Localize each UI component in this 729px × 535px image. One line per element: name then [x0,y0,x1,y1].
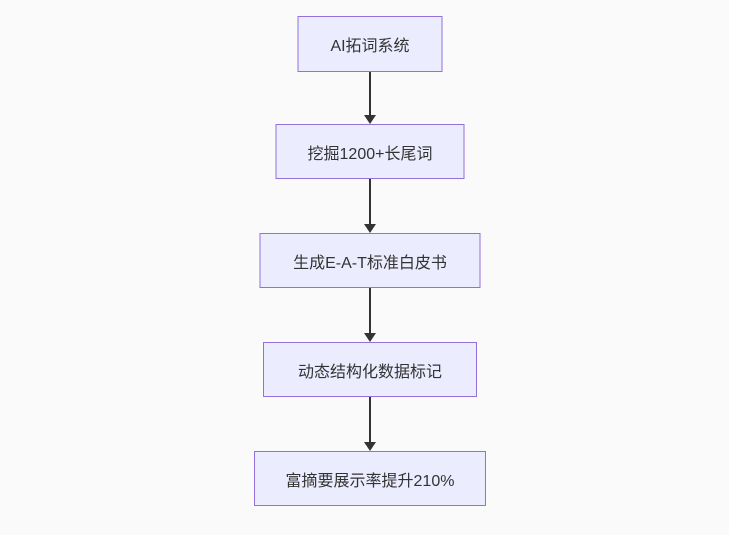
arrow-line [369,72,371,117]
arrow-head-down-icon [364,224,376,233]
arrow-line [369,179,371,226]
flow-node-structured-data-markup: 动态结构化数据标记 [263,342,477,397]
flow-arrow-2 [363,179,377,233]
node-label: 生成E-A-T标准白皮书 [293,254,447,272]
flow-node-longtail-keywords: 挖掘1200+长尾词 [275,124,465,179]
flow-arrow-4 [363,397,377,451]
flow-node-ai-word-expansion-system: AI拓词系统 [297,16,443,72]
flow-arrow-3 [363,288,377,342]
node-label: 富摘要展示率提升210% [285,472,455,490]
node-label: 动态结构化数据标记 [297,363,442,381]
node-label: AI拓词系统 [330,38,410,55]
arrow-head-down-icon [364,333,376,342]
arrow-line [369,397,371,444]
node-label: 挖掘1200+长尾词 [307,145,433,163]
flow-node-eat-whitepaper: 生成E-A-T标准白皮书 [259,233,481,288]
arrow-head-down-icon [364,115,376,124]
flow-node-rich-snippet-rate: 富摘要展示率提升210% [254,451,486,506]
flow-arrow-1 [363,72,377,124]
arrow-line [369,288,371,335]
arrow-head-down-icon [364,442,376,451]
